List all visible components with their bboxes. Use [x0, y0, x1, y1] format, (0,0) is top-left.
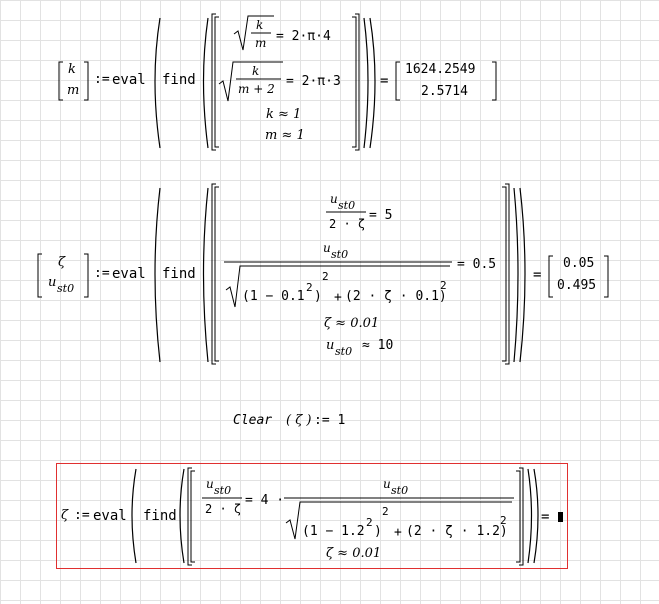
find-keyword: find	[143, 508, 177, 524]
eq2-denominator-term-b: (2 · ζ · 0.1)	[345, 289, 447, 304]
eq2-inner-exponent: 2	[306, 281, 313, 294]
guess-zeta: ζ ≈ 0.01	[324, 316, 380, 331]
vector-var-u: u	[48, 275, 57, 290]
guess-k: k ≈ 1	[266, 107, 302, 122]
find-keyword: find	[162, 266, 196, 282]
eq1-rhs: = 5	[369, 208, 393, 223]
guess-zeta: ζ ≈ 0.01	[326, 546, 382, 561]
selected-region-outline	[56, 463, 568, 569]
result-placeholder[interactable]	[558, 512, 563, 522]
eq2-close-paren: )	[314, 289, 322, 304]
eq1-numerator: k	[256, 18, 264, 32]
lhs-numerator-u: u	[206, 477, 214, 491]
eq1-numerator-subscript: st0	[338, 199, 356, 212]
result-value-2: 0.495	[557, 278, 597, 293]
lhs-denominator: 2 · ζ	[205, 502, 242, 516]
eq1-denominator: m	[255, 36, 267, 50]
rhs-numerator-u: u	[383, 477, 391, 491]
math-region-2[interactable]: ζ u st0 := eval find u st0 2 · ζ = 5 u s…	[0, 180, 659, 370]
denominator-term-b: (2 · ζ · 1.2)	[406, 524, 508, 539]
assign-operator: :=	[74, 508, 90, 523]
eq1-numerator-u: u	[330, 192, 338, 206]
eq2-term-b-exponent: 2	[440, 279, 447, 292]
result-value-1: 0.05	[563, 256, 595, 271]
close-paren: )	[374, 524, 382, 539]
eq2-rhs: = 0.5	[457, 257, 497, 272]
term-b-exponent: 2	[500, 514, 507, 527]
rhs-numerator-subscript: st0	[391, 484, 409, 497]
equals-sign: =	[380, 73, 389, 89]
eval-keyword: eval	[112, 266, 146, 282]
guess-u: u	[326, 338, 335, 353]
equation-middle: = 4 ·	[245, 493, 285, 508]
result-value-2: 2.5714	[421, 84, 468, 99]
vector-var-m: m	[67, 83, 80, 98]
find-keyword: find	[162, 72, 196, 88]
result-value-1: 1624.2549	[405, 62, 476, 77]
vector-var-k: k	[68, 62, 76, 77]
lhs-numerator-subscript: st0	[214, 484, 232, 497]
region-3-brackets	[131, 467, 539, 566]
assigned-variable-zeta: ζ	[61, 508, 69, 523]
math-region-3[interactable]: ζ := eval find u st0 2 · ζ = 4 · u st0 (…	[56, 463, 568, 569]
eq2-rhs: = 2·π·3	[286, 74, 341, 89]
region-1-brackets	[58, 13, 497, 151]
eq2-denominator: m + 2	[238, 82, 275, 96]
denominator-plus: +	[394, 525, 402, 540]
denominator-term-a: (1 − 1.2	[302, 524, 365, 539]
math-region-clear[interactable]: Clear ( ζ ) := 1	[230, 410, 360, 432]
math-region-1[interactable]: k m := eval find k m = 2·π·4 k m + 2 = 2…	[0, 0, 659, 160]
assign-operator: :=	[94, 72, 110, 87]
eq1-rhs: = 2·π·4	[276, 29, 331, 44]
eq2-numerator-u: u	[323, 241, 331, 255]
equals-sign: =	[533, 267, 542, 283]
clear-assign-value: := 1	[314, 413, 346, 428]
eq2-denominator-term-a: (1 − 0.1	[242, 289, 305, 304]
outer-exponent: 2	[382, 505, 389, 518]
eq2-plus: +	[334, 290, 342, 305]
eval-keyword: eval	[93, 508, 127, 524]
vector-var-u-subscript: st0	[57, 282, 75, 295]
guess-m: m ≈ 1	[265, 128, 305, 143]
eq2-outer-exponent: 2	[322, 270, 329, 283]
assign-operator: :=	[94, 266, 110, 281]
eval-keyword: eval	[112, 72, 146, 88]
eq2-numerator-subscript: st0	[331, 248, 349, 261]
equals-sign: =	[541, 509, 550, 525]
clear-function: Clear	[233, 413, 273, 428]
vector-var-zeta: ζ	[58, 255, 66, 270]
guess-u-value: ≈ 10	[362, 338, 394, 353]
clear-argument: ( ζ )	[286, 413, 312, 428]
inner-exponent: 2	[366, 516, 373, 529]
region-2-brackets	[37, 183, 609, 365]
eq1-denominator: 2 · ζ	[329, 217, 366, 231]
eq2-numerator: k	[252, 64, 260, 78]
guess-u-subscript: st0	[335, 345, 353, 358]
